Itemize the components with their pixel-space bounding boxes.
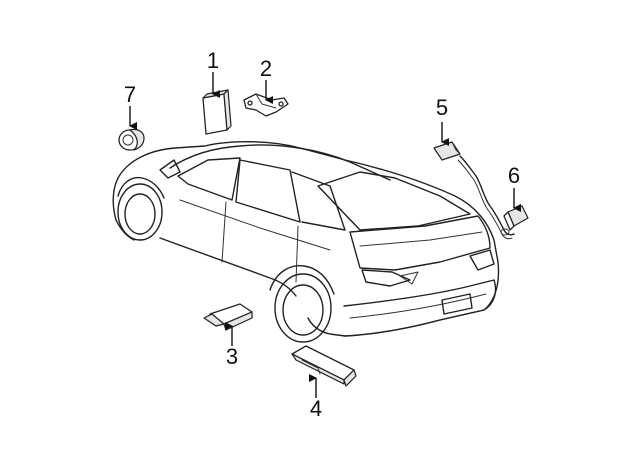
part-5-6-wire-harness [457,155,515,240]
sedan-illustration [112,141,500,343]
callout-5: 5 [436,95,448,120]
callout-3: 3 [226,344,238,369]
callout-6: 6 [508,163,520,188]
part-5-connector[interactable] [433,122,461,161]
callout-2: 2 [260,56,272,81]
part-4-lamp-assembly[interactable] [291,345,357,398]
part-2-bracket[interactable] [243,80,289,117]
part-7-sensor[interactable] [118,106,145,151]
part-1-module[interactable] [202,72,232,135]
part-3-lamp[interactable] [203,303,253,346]
callout-1: 1 [207,48,219,73]
callout-4: 4 [310,396,322,421]
callout-7: 7 [124,82,136,107]
part-6-connector[interactable] [503,188,529,231]
